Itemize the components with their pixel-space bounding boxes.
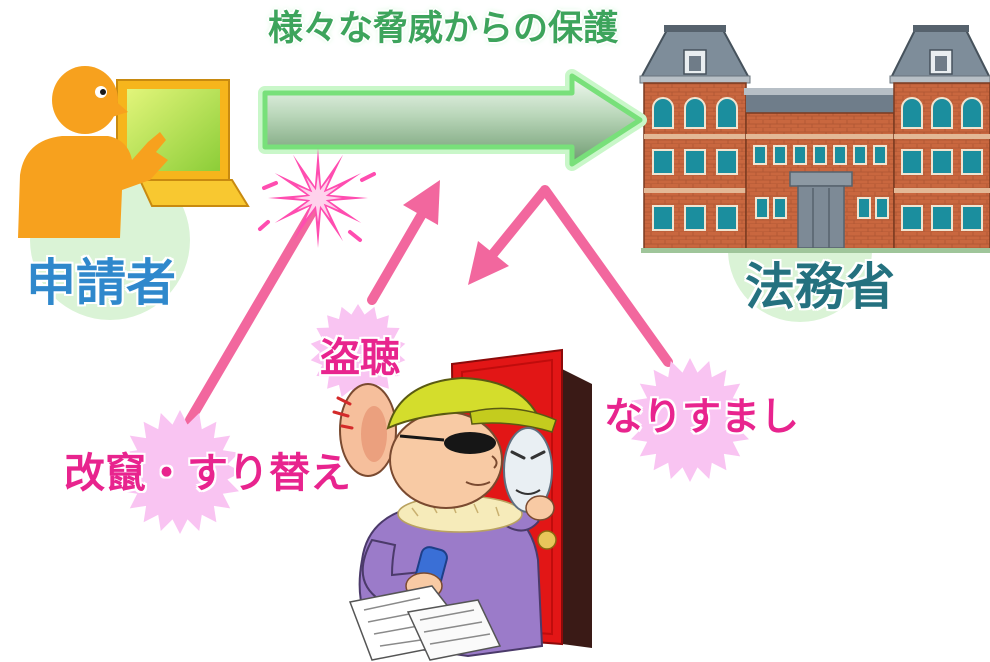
ministry-label: 法務省 <box>745 258 895 316</box>
window <box>684 205 706 231</box>
window <box>857 197 871 219</box>
window <box>875 197 889 219</box>
window <box>873 145 887 165</box>
tampering-starburst <box>118 410 242 534</box>
intruder-head <box>389 411 503 509</box>
sunglasses-strap <box>399 434 445 442</box>
window <box>684 149 706 175</box>
keyboard <box>138 179 250 207</box>
window <box>652 205 674 231</box>
entrance-door-lines <box>812 188 830 248</box>
arched-window <box>716 97 738 129</box>
window <box>716 205 738 231</box>
entrance-door <box>797 185 845 249</box>
arched-window <box>961 97 983 129</box>
intruder-nose <box>491 455 498 469</box>
window <box>773 197 787 219</box>
stone-band <box>894 188 990 193</box>
tampering-explosion-icon <box>258 148 376 248</box>
arrow-body <box>262 73 643 167</box>
window <box>813 145 827 165</box>
tampering-label: 改竄・すり替え <box>64 449 351 497</box>
sunglasses <box>444 432 496 454</box>
person-nose <box>112 98 128 117</box>
window <box>652 149 674 175</box>
cap-brim <box>469 407 557 433</box>
entrance-pediment <box>789 171 853 187</box>
door-knob <box>537 530 557 550</box>
impersonation-label: なりすまし <box>604 395 800 440</box>
eavesdropping-arrowhead <box>403 180 440 225</box>
arched-window <box>684 97 706 129</box>
diagram-title: 様々な脅威からの保護 <box>268 9 619 49</box>
person-pupil <box>100 89 106 95</box>
impersonation-arrow <box>488 185 673 367</box>
sound-lines <box>332 396 354 430</box>
building-base <box>641 248 990 253</box>
intruder-mouth <box>465 481 491 486</box>
ministry-building-icon <box>639 25 990 253</box>
middle-roof <box>746 95 894 113</box>
window <box>755 197 769 219</box>
window <box>901 149 923 175</box>
person-head <box>52 66 118 134</box>
window <box>853 145 867 165</box>
eavesdropping-label: 盗聴 <box>320 335 400 381</box>
applicant-person-icon <box>18 66 168 238</box>
eavesdropping-starburst <box>310 304 406 400</box>
tampering-arrow <box>185 207 317 425</box>
impersonation-starburst <box>628 358 752 482</box>
left-dormer-window <box>689 56 701 71</box>
arched-window <box>901 97 923 129</box>
mask-eyes <box>510 450 546 460</box>
paper-scribbles <box>363 597 449 647</box>
middle-cornice <box>744 88 896 95</box>
window <box>961 205 983 231</box>
stone-band <box>644 134 746 139</box>
left-cornice <box>639 75 751 84</box>
explosion-inner <box>294 174 342 222</box>
eavesdropping-arrow <box>367 209 427 305</box>
inner-ear <box>361 406 387 462</box>
stone-band <box>644 188 746 193</box>
hand-on-mask <box>525 495 555 521</box>
window <box>833 145 847 165</box>
window <box>931 149 953 175</box>
protected-channel-arrow <box>258 69 647 171</box>
right-cornice <box>889 75 990 84</box>
door-side <box>560 368 592 648</box>
mask-mouth <box>515 489 541 495</box>
window <box>753 145 767 165</box>
right-roof-cap <box>913 25 969 32</box>
window <box>716 149 738 175</box>
stolen-paper <box>406 599 502 661</box>
window <box>901 205 923 231</box>
window <box>961 149 983 175</box>
arched-window <box>652 97 674 129</box>
window <box>793 145 807 165</box>
left-roof-cap <box>664 25 726 32</box>
person-body <box>18 132 168 238</box>
right-dormer-window <box>935 56 947 71</box>
arched-window <box>931 97 953 129</box>
stone-band <box>894 134 990 139</box>
window <box>931 205 953 231</box>
window <box>773 145 787 165</box>
intruder-character-icon <box>332 376 557 661</box>
stone-band <box>746 134 894 139</box>
applicant-label: 申請者 <box>26 254 176 312</box>
explosion-sparks <box>258 172 376 242</box>
paper-scribbles <box>419 609 491 645</box>
impersonation-arrowhead <box>468 241 509 285</box>
